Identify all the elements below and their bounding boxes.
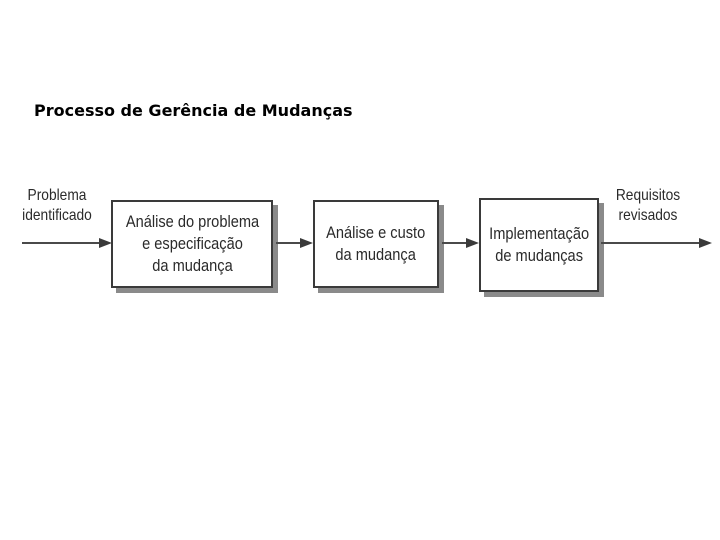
step-label: Implementação de mudanças: [489, 224, 589, 265]
output-label: Requisitos revisados: [615, 187, 681, 224]
arrowhead-icon: [699, 238, 712, 248]
arrowhead-icon: [466, 238, 479, 248]
step-box-implementation: Implementação de mudanças: [479, 198, 599, 292]
arrowhead-icon: [300, 238, 313, 248]
step-box-cost-analysis: Análise e custo da mudança: [313, 200, 439, 288]
arrow-output: [601, 242, 701, 244]
step-label: Análise e custo da mudança: [326, 223, 426, 264]
input-label: Problema identificado: [22, 187, 92, 224]
arrow-input: [22, 242, 102, 244]
arrow-step2-step3: [442, 242, 468, 244]
arrowhead-icon: [99, 238, 112, 248]
step-box-problem-analysis: Análise do problema e especificação da m…: [111, 200, 273, 288]
arrow-step1-step2: [276, 242, 302, 244]
step-label: Análise do problema e especificação da m…: [125, 212, 259, 275]
page-title: Processo de Gerência de Mudanças: [34, 101, 353, 120]
